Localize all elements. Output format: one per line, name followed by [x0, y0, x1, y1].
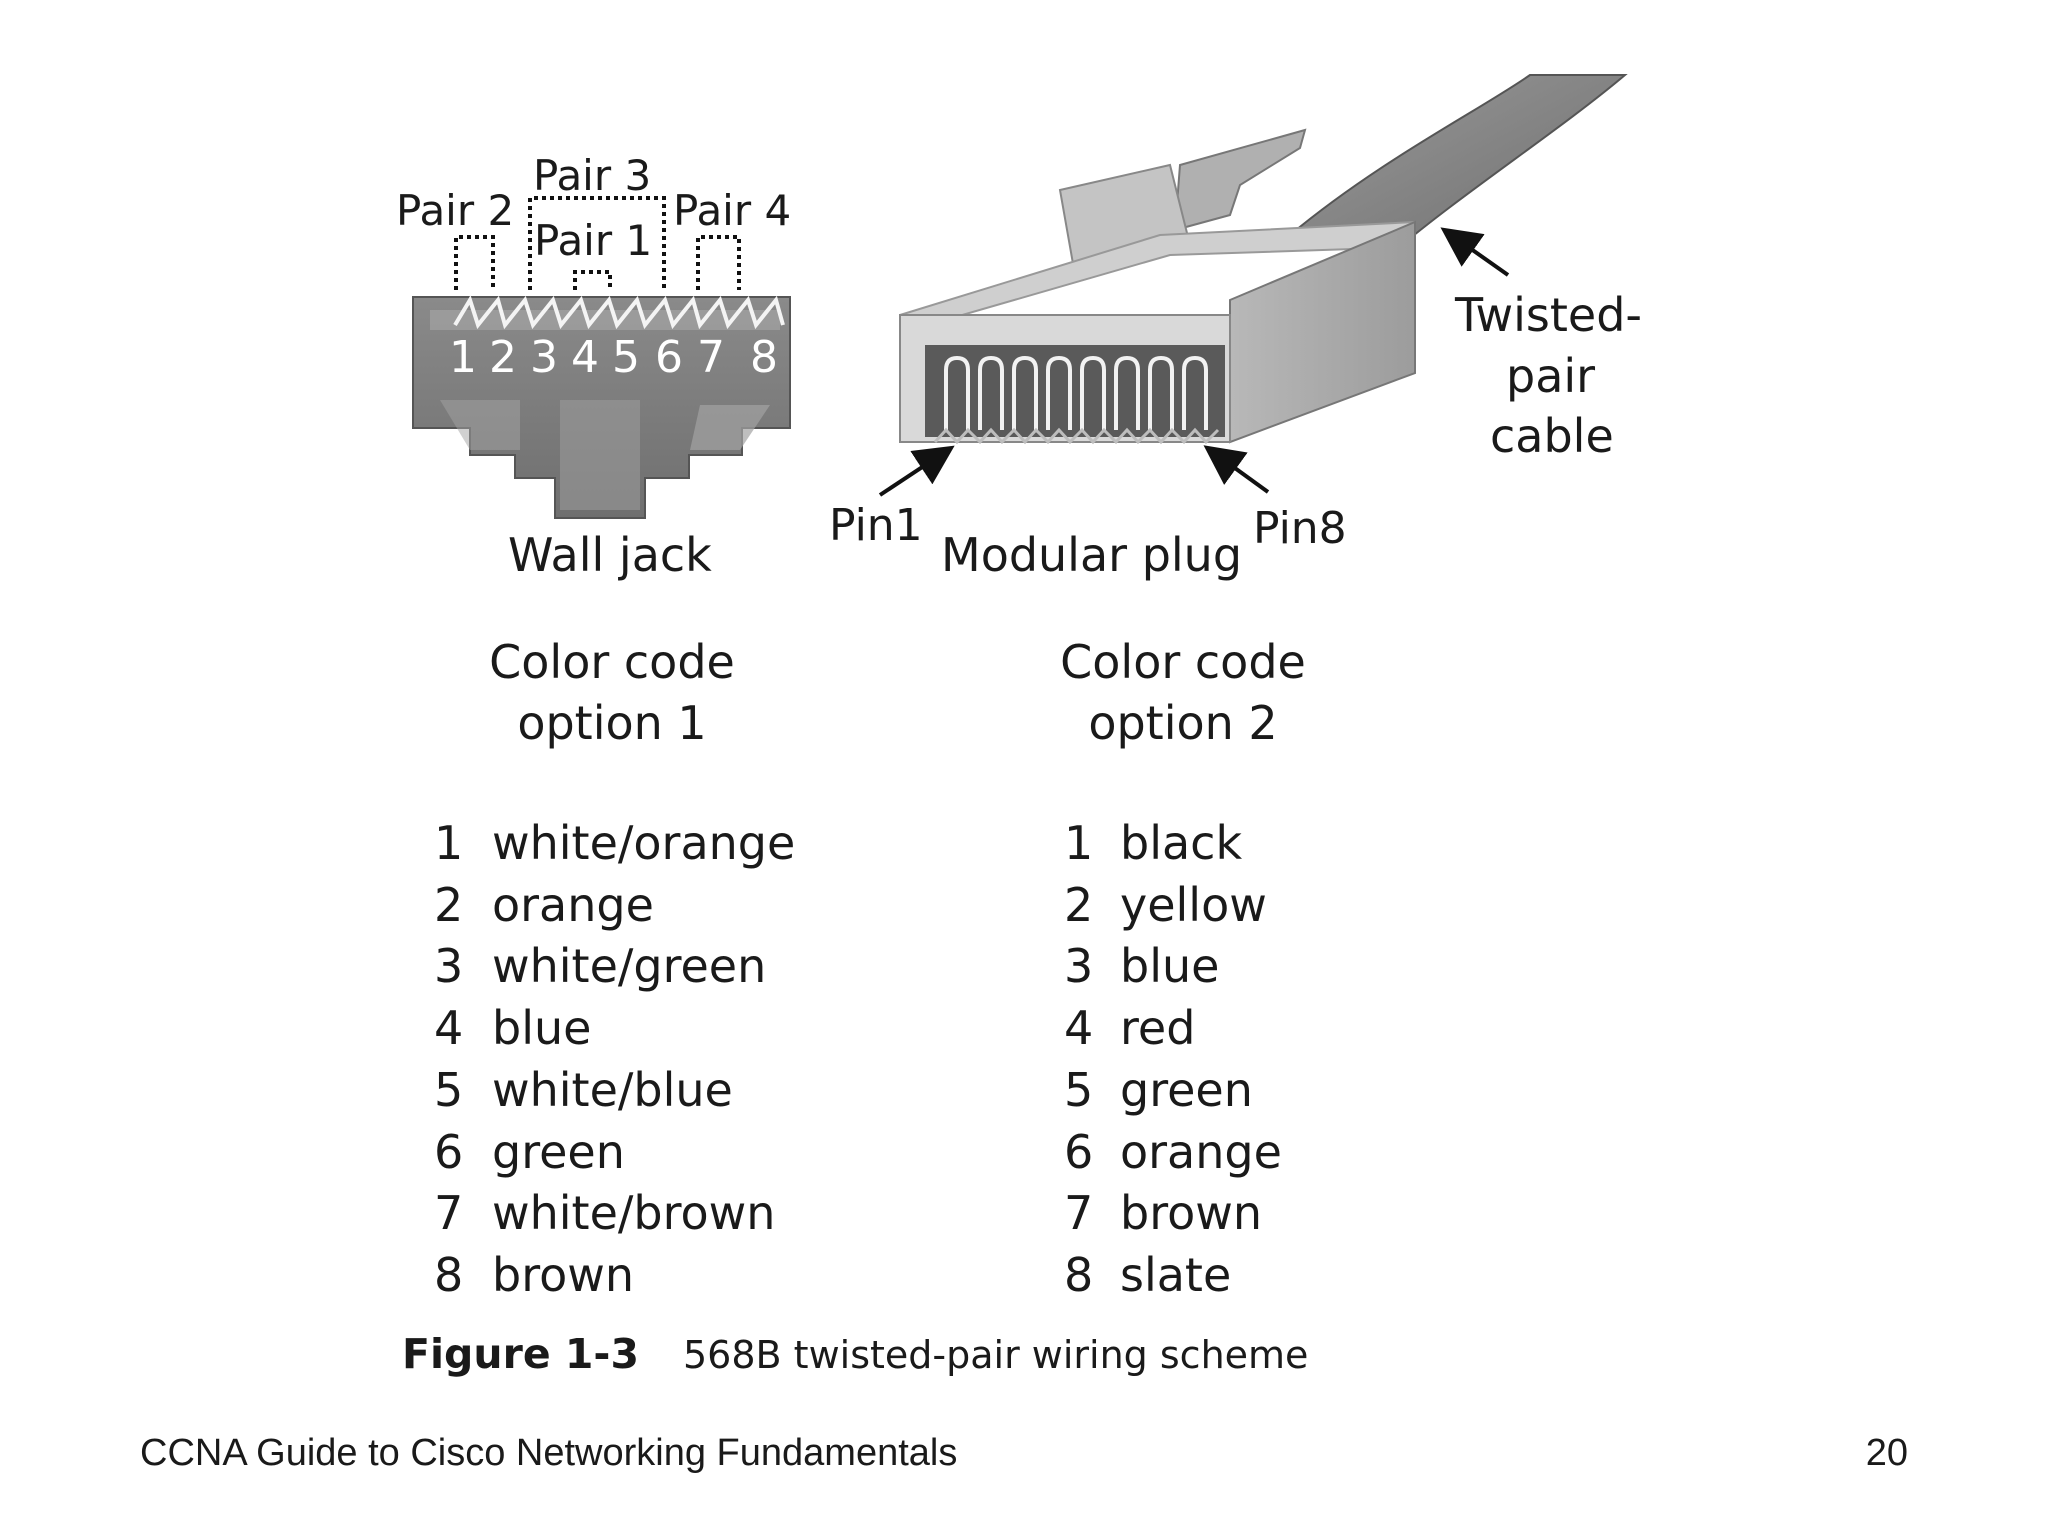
- jack-pin-1: 1: [449, 332, 477, 383]
- wire-color: red: [1120, 1001, 1196, 1055]
- pin-number: 1: [434, 816, 464, 870]
- wire-color: blue: [492, 1001, 592, 1055]
- pin-number: 5: [434, 1063, 464, 1117]
- wire-color: yellow: [1120, 878, 1267, 932]
- pair-brackets: [454, 196, 741, 290]
- wire-color: orange: [492, 878, 654, 932]
- jack-pin-2: 2: [489, 332, 517, 383]
- pin-number: 8: [1064, 1248, 1094, 1302]
- pin1-arrow: [878, 445, 955, 497]
- option-2-title-line1: Color code: [1060, 635, 1306, 689]
- pin-number: 5: [1064, 1063, 1094, 1117]
- figure-number: Figure 1-3: [402, 1330, 639, 1378]
- wall-jack-label: Wall jack: [508, 528, 712, 582]
- pin-number: 6: [434, 1125, 464, 1179]
- pin-number: 2: [1064, 878, 1094, 932]
- cable-label-line2: pair: [1506, 349, 1595, 403]
- pin-number: 3: [1064, 939, 1094, 993]
- wire-color: white/green: [492, 939, 767, 993]
- pin1-label: Pin1: [829, 500, 923, 551]
- pin8-arrow: [1203, 445, 1270, 494]
- pin-number: 7: [434, 1186, 464, 1240]
- plug-contacts: [944, 355, 1208, 430]
- pair-4-label: Pair 4: [673, 186, 791, 235]
- option-1-title-line2: option 1: [517, 696, 707, 750]
- plug-contact-zigzag: [933, 427, 1220, 445]
- jack-pin-6: 6: [655, 332, 683, 383]
- wire-color: brown: [492, 1248, 635, 1302]
- wire-color: blue: [1120, 939, 1220, 993]
- jack-pin-5: 5: [612, 332, 640, 383]
- pin-number: 1: [1064, 816, 1094, 870]
- jack-pin-8: 8: [750, 332, 778, 383]
- wire-color: green: [1120, 1063, 1253, 1117]
- jack-contacts: [453, 295, 785, 330]
- pair-2-bracket: [454, 235, 495, 290]
- jack-pin-7: 7: [697, 332, 725, 383]
- jack-pin-numbers: 1 2 3 4 5 6 7 8: [449, 332, 778, 383]
- plug-contacts-window: [925, 345, 1225, 437]
- pin-number: 6: [1064, 1125, 1094, 1179]
- page-number: 20: [1865, 1432, 1908, 1474]
- wire-color: white/orange: [492, 816, 796, 870]
- pin-number: 8: [434, 1248, 464, 1302]
- pair-3-label: Pair 3: [533, 151, 651, 200]
- pin-number: 4: [434, 1001, 464, 1055]
- figure-caption: Figure 1-3 568B twisted-pair wiring schem…: [402, 1330, 1308, 1378]
- wall-jack: 1 2 3 4 5 6 7 8 Pair 3 Pair 2 Pair 4 Pai…: [396, 151, 791, 582]
- jack-pin-4: 4: [571, 332, 599, 383]
- pair-1-bracket: [573, 270, 612, 290]
- pair-3-bracket: [528, 196, 666, 290]
- pin-number: 2: [434, 878, 464, 932]
- wire-color: white/brown: [492, 1186, 776, 1240]
- option-2-title-line2: option 2: [1088, 696, 1278, 750]
- cable-label-line3: cable: [1490, 409, 1614, 463]
- wire-color: green: [492, 1125, 625, 1179]
- pair-4-bracket: [696, 235, 741, 290]
- footer-title: CCNA Guide to Cisco Networking Fundament…: [140, 1432, 958, 1474]
- option-1-title: Color code option 1: [412, 632, 812, 754]
- wire-color: slate: [1120, 1248, 1232, 1302]
- wire-color: orange: [1120, 1125, 1282, 1179]
- pair-2-label: Pair 2: [396, 186, 514, 235]
- jack-pin-3: 3: [530, 332, 558, 383]
- wire-color: black: [1120, 816, 1243, 870]
- pin-number: 7: [1064, 1186, 1094, 1240]
- twisted-pair-cable: [1287, 74, 1628, 257]
- pin-number: 3: [434, 939, 464, 993]
- pin8-label: Pin8: [1253, 503, 1347, 554]
- cable-label-line1: Twisted-: [1454, 288, 1642, 342]
- option-1-title-line1: Color code: [489, 635, 735, 689]
- wire-color: white/blue: [492, 1063, 733, 1117]
- modular-plug-label: Modular plug: [941, 528, 1242, 582]
- pin-number: 4: [1064, 1001, 1094, 1055]
- wire-color: brown: [1120, 1186, 1263, 1240]
- modular-plug: Pin1 Modular plug Pin8 Twisted- pair cab…: [829, 74, 1642, 582]
- cable-arrow: [1440, 227, 1510, 277]
- figure-caption-text: 568B twisted-pair wiring scheme: [682, 1333, 1309, 1377]
- option-2-title: Color code option 2: [983, 632, 1383, 754]
- pair-1-label: Pair 1: [534, 216, 652, 265]
